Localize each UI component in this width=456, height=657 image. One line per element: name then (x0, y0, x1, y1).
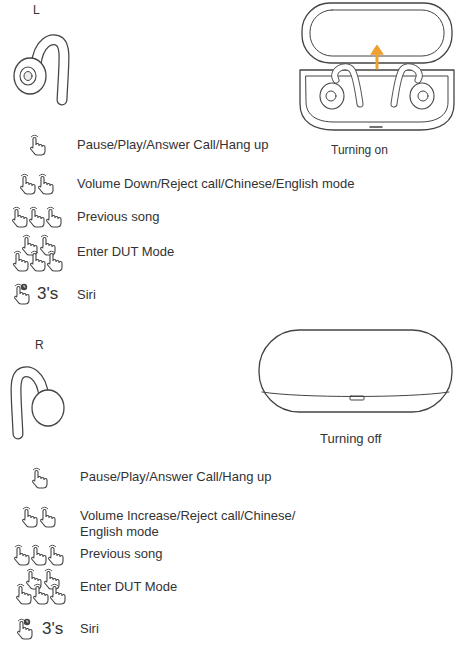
label-text: Previous song (80, 546, 162, 562)
tap-hand (48, 251, 62, 271)
label-text: Pause/Play/Answer Call/Hang up (80, 469, 272, 485)
tap-hand (18, 619, 32, 639)
label-text: 3's (42, 618, 63, 639)
left-earbud (14, 40, 64, 100)
closed-case (259, 330, 452, 412)
tap-hand (39, 174, 53, 194)
label-text: Enter DUT Mode (80, 579, 177, 595)
tap-hand (17, 584, 31, 604)
label-text: R (35, 338, 44, 353)
tap-hand (27, 569, 41, 589)
tap-hand (41, 507, 55, 527)
tap-hand (15, 284, 29, 304)
tap-hand (49, 545, 63, 565)
tap-hand (15, 545, 29, 565)
label-text: Volume Down/Reject call/Chinese/English … (77, 176, 354, 192)
right-earbud (16, 372, 64, 434)
label-text: Siri (80, 621, 99, 637)
tap-hand (51, 584, 65, 604)
tap-hand (31, 135, 45, 155)
tap-hand (13, 207, 27, 227)
label-text: 3's (37, 283, 58, 304)
open-case (300, 3, 454, 130)
label-text: Siri (77, 287, 96, 303)
label-text: Volume Increase/Reject call/Chinese/ Eng… (80, 508, 312, 541)
label-text: Previous song (77, 209, 159, 225)
tap-hand (30, 207, 44, 227)
tap-hand (47, 207, 61, 227)
tap-hand (14, 251, 28, 271)
label-text: Pause/Play/Answer Call/Hang up (77, 137, 269, 153)
label-text: Turning on (331, 143, 388, 158)
tap-hand (31, 251, 45, 271)
tap-hand (41, 235, 55, 255)
label-text: Turning off (320, 431, 381, 447)
tap-icons (13, 135, 65, 639)
tap-hand (33, 468, 47, 488)
tap-hand (32, 545, 46, 565)
tap-hand (34, 584, 48, 604)
tap-hand (23, 507, 37, 527)
tap-hand (23, 235, 37, 255)
tap-hand (45, 569, 59, 589)
label-text: L (33, 3, 40, 18)
label-text: Enter DUT Mode (77, 244, 174, 260)
tap-hand (21, 174, 35, 194)
